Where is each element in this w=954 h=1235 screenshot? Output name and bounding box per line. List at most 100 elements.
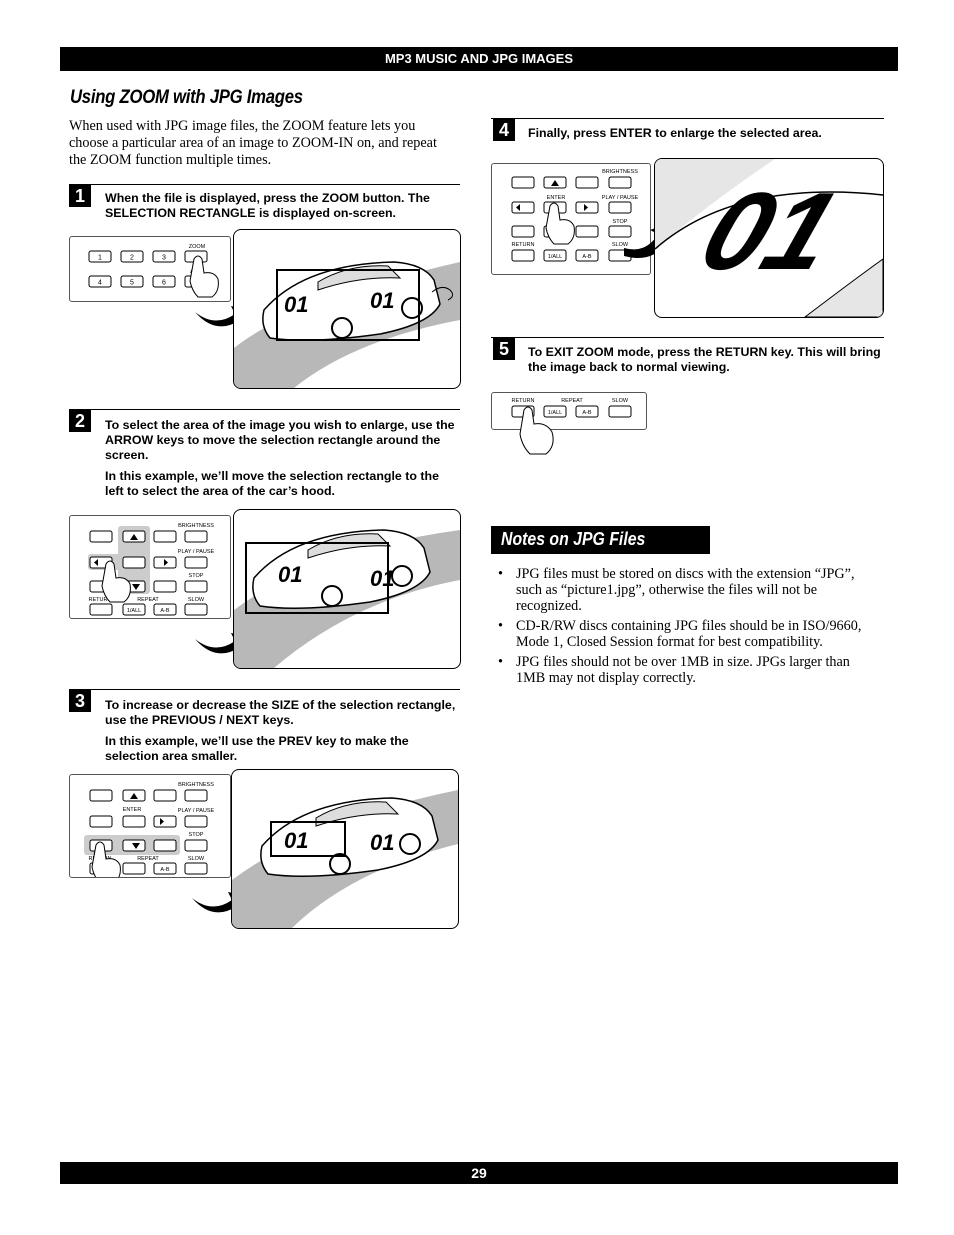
digit-5-label: 5 <box>130 280 134 287</box>
ab-key <box>153 603 177 616</box>
one-all-key-label: 1/ALL <box>548 410 562 416</box>
step-5-rule <box>491 337 884 338</box>
step-1-text: When the file is displayed, press the ZO… <box>105 191 460 227</box>
notes-section-header: Notes on JPG Files <box>491 526 710 554</box>
notes-section-title: Notes on JPG Files <box>501 529 646 549</box>
step-4-rule <box>491 118 884 119</box>
ab-key <box>153 862 177 875</box>
digit-3-label: 3 <box>162 255 166 262</box>
next-key <box>153 580 177 593</box>
fast-forward-key <box>575 176 599 189</box>
digit-1-label: 1 <box>98 255 102 262</box>
brightness-label: BRIGHTNESS <box>602 169 638 175</box>
pointing-hand-icon <box>91 841 121 877</box>
step-3-paragraph-2: In this example, we’ll use the PREV key … <box>105 734 409 763</box>
car-door-number: 01 <box>370 288 394 313</box>
repeat-label: REPEAT <box>137 597 159 603</box>
digit-4-key <box>88 275 112 288</box>
pointing-hand-icon <box>545 202 575 245</box>
stop-label: STOP <box>613 219 628 225</box>
brightness-label: BRIGHTNESS <box>178 523 214 529</box>
play-pause-key <box>184 815 208 828</box>
fast-forward-key <box>153 530 177 543</box>
bullet-icon: • <box>498 618 503 634</box>
rewind-key <box>89 789 113 802</box>
repeat-key <box>543 249 567 262</box>
zoom-intro-paragraph: When used with JPG image files, the ZOOM… <box>69 118 437 168</box>
slow-key <box>184 603 208 616</box>
step-2-paragraph-2: In this example, we’ll move the selectio… <box>105 469 439 498</box>
section-header-title: MP3 MUSIC AND JPG IMAGES <box>384 51 574 66</box>
ab-key-label: A-B <box>582 254 592 260</box>
step-5-text: To EXIT ZOOM mode, press the RETURN key.… <box>528 345 884 381</box>
bullet-icon: • <box>498 566 503 582</box>
brightness-key <box>184 530 208 543</box>
ab-key <box>575 405 599 418</box>
note-text: CD-R/RW discs containing JPG files shoul… <box>516 618 862 650</box>
prev-key <box>511 225 535 238</box>
brightness-label: BRIGHTNESS <box>178 782 214 788</box>
fast-forward-key <box>153 789 177 802</box>
pointing-hand-icon <box>101 560 131 603</box>
pointing-hand-icon <box>189 255 219 298</box>
play-pause-key <box>184 556 208 569</box>
notes-list-item: • JPG files must be stored on discs with … <box>496 566 881 614</box>
step-4-zoomed-image: 01 <box>654 158 884 318</box>
zoom-section-title: Using ZOOM with JPG Images <box>70 87 303 108</box>
slow-label: SLOW <box>612 242 629 248</box>
step-4-text: Finally, press ENTER to enlarge the sele… <box>528 126 884 147</box>
play-pause-label: PLAY / PAUSE <box>602 195 639 201</box>
rewind-key <box>511 176 535 189</box>
stop-label: STOP <box>189 832 204 838</box>
step-2-car-image: 01 01 <box>233 509 461 669</box>
next-key <box>153 839 177 852</box>
step-1-number: 1 <box>69 185 91 207</box>
step-1-rule <box>69 184 460 185</box>
step-5-number: 5 <box>493 338 515 360</box>
digit-6-label: 6 <box>162 280 166 287</box>
ab-key <box>575 249 599 262</box>
repeat-label: REPEAT <box>561 398 583 404</box>
digit-5-key <box>120 275 144 288</box>
play-pause-key <box>608 201 632 214</box>
enter-key <box>122 815 146 828</box>
right-arrow-key <box>153 815 177 828</box>
step-1-paragraph: When the file is displayed, press the ZO… <box>105 191 430 220</box>
step-4-paragraph: Finally, press ENTER to enlarge the sele… <box>528 126 822 140</box>
car-door-number: 01 <box>370 566 394 591</box>
car-hood-number: 01 <box>278 562 302 587</box>
notes-list: • JPG files must be stored on discs with … <box>496 566 881 690</box>
return-key <box>89 603 113 616</box>
one-all-key-label: 1/ALL <box>127 608 141 614</box>
digit-4-label: 4 <box>98 280 102 287</box>
notes-list-item: •JPG files should not be over 1MB in siz… <box>496 654 881 686</box>
section-header-bar: MP3 MUSIC AND JPG IMAGES <box>60 47 898 71</box>
stop-key <box>184 839 208 852</box>
enter-label: ENTER <box>123 807 142 813</box>
step-1-car-image: 01 01 <box>233 229 461 389</box>
slow-label: SLOW <box>188 597 205 603</box>
step-4-number: 4 <box>493 119 515 141</box>
digit-2-key <box>120 250 144 263</box>
repeat-label: REPEAT <box>137 856 159 862</box>
digit-3-key <box>152 250 176 263</box>
slow-label: SLOW <box>612 398 629 404</box>
note-text: JPG files should not be over 1MB in size… <box>516 654 850 686</box>
digit-2-label: 2 <box>130 255 134 262</box>
enter-label: ENTER <box>547 195 566 201</box>
repeat-key <box>543 405 567 418</box>
enter-key <box>122 556 146 569</box>
return-label: RETURN <box>512 242 535 248</box>
step-2-remote-keypad: BRIGHTNESS ENTER PLAY / PAUSE STOP RETUR… <box>69 515 231 619</box>
stop-label: STOP <box>189 573 204 579</box>
selection-rectangle <box>270 821 346 857</box>
note-text: JPG files must be stored on discs with t… <box>516 566 855 614</box>
ab-key-label: A-B <box>160 867 170 873</box>
step-2-paragraph-1: To select the area of the image you wish… <box>105 418 455 462</box>
step-3-number: 3 <box>69 690 91 712</box>
step-2-number: 2 <box>69 410 91 432</box>
zoom-key-label: ZOOM <box>189 244 206 250</box>
stop-key <box>608 225 632 238</box>
step-3-paragraph-1: To increase or decrease the SIZE of the … <box>105 698 456 727</box>
car-door-number: 01 <box>370 830 394 855</box>
